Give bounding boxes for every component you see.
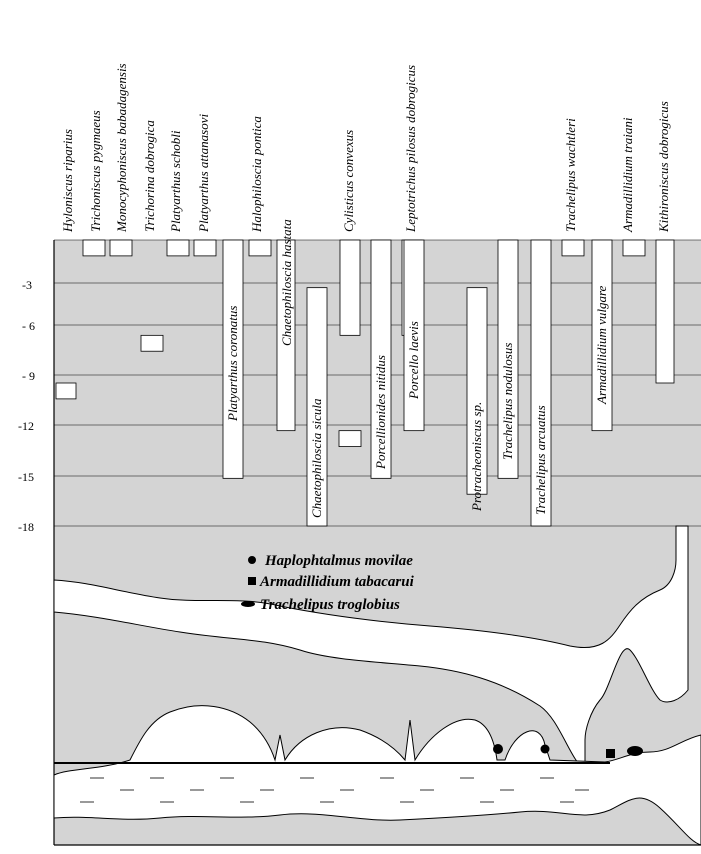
species-label-hyloniscus-riparius: Hyloniscus riparius bbox=[60, 129, 75, 233]
depth-label-12: -12 bbox=[18, 419, 34, 433]
cave-specimens bbox=[493, 744, 643, 758]
depth-label-3: -3 bbox=[22, 278, 32, 292]
depth-label-6: - 6 bbox=[22, 319, 35, 333]
range-bar-hyloniscus-riparius bbox=[55, 382, 77, 400]
range-bar-protracheoniscus-sp- bbox=[466, 287, 488, 495]
bar-label-trachelipus-nodulosus: Trachelipus nodulosus bbox=[500, 343, 515, 460]
legend: Haplophtalmus movilae Armadillidium taba… bbox=[241, 553, 415, 613]
species-label-trichorina-dobrogica: Trichorina dobrogica bbox=[142, 120, 157, 232]
range-bar-porcellionides-nitidus bbox=[370, 239, 392, 479]
range-bar-monocyphoniscus-babadagensis bbox=[109, 239, 133, 257]
legend-label-trachelipus: Trachelipus troglobius bbox=[260, 597, 400, 613]
range-bar-cylisticus-convexus bbox=[339, 239, 361, 336]
species-label-armadillidium-traiani: Armadillidium traiani bbox=[620, 117, 635, 233]
range-bar-trichorina-dobrogica bbox=[140, 334, 164, 352]
range-bar-trachelipus-nodulosus bbox=[497, 239, 519, 479]
range-bar-porcellio-laevis bbox=[403, 239, 425, 432]
species-range-bars bbox=[55, 239, 675, 527]
range-bar-trichoniscus-pygmaeus bbox=[82, 239, 106, 257]
range-bar-cylisticus-convexus bbox=[338, 430, 362, 447]
range-bar-platyarthus-coronatus bbox=[222, 239, 244, 479]
depth-label-15: -15 bbox=[18, 470, 34, 484]
depth-label-18: -18 bbox=[18, 520, 34, 534]
trachelipus-marker bbox=[627, 746, 643, 756]
species-label-leptotrichus-pilosus-dobrogicus: Leptotrichus pilosus dobrogicus bbox=[403, 65, 418, 233]
range-bar-trachelipus-arcuatus bbox=[530, 239, 552, 527]
species-label-kithironiscus-dobrogicus: Kithironiscus dobrogicus bbox=[656, 101, 671, 233]
haplophtalmus-marker-2 bbox=[540, 744, 550, 754]
range-bar-platyarthus-attanasovi bbox=[193, 239, 217, 257]
water-hatching bbox=[80, 777, 589, 803]
species-top-labels: Hyloniscus riparius Trichoniscus pygmaeus… bbox=[60, 63, 671, 233]
bar-label-porcello-laevis: Porcello laevis bbox=[406, 321, 421, 400]
range-bar-armadillidium-vulgare bbox=[591, 239, 613, 432]
haplophtalmus-marker-1 bbox=[493, 744, 503, 754]
legend-square-symbol bbox=[248, 577, 256, 585]
cave-profile bbox=[53, 525, 701, 846]
species-label-monocyphoniscus-babadagensis: Monocyphoniscus babadagensis bbox=[114, 63, 129, 233]
armadillidium-marker bbox=[606, 749, 615, 758]
legend-circle-symbol bbox=[248, 556, 256, 564]
bar-label-porcellionides-nitidus: Porcellionides nitidus bbox=[373, 355, 388, 470]
bar-label-armadillidium-vulgare: Armadillidium vulgare bbox=[594, 285, 609, 405]
legend-ellipse-symbol bbox=[241, 601, 255, 607]
species-label-trichoniscus-pygmaeus: Trichoniscus pygmaeus bbox=[88, 110, 103, 232]
bar-label-chaetophiloscia-hastata: Chaetophiloscia hastata bbox=[279, 219, 294, 346]
species-label-platyarthus-schobli: Platyarthus schobli bbox=[168, 130, 183, 233]
depth-label-9: - 9 bbox=[22, 369, 35, 383]
bar-label-protracheoniscus-sp-: Protracheoniscus sp. bbox=[469, 402, 484, 512]
species-label-halophiloscia-pontica: Halophiloscia pontica bbox=[249, 116, 264, 233]
species-bar-labels: Platyarthus coronatus Chaetophiloscia has… bbox=[225, 219, 609, 518]
range-bar-chaetophiloscia-hastata bbox=[276, 239, 296, 432]
range-bar-kithironiscus-dobrogicus bbox=[655, 239, 675, 384]
depth-labels: -3 - 6 - 9 -12 -15 -18 bbox=[18, 278, 35, 534]
legend-label-haplophtalmus: Haplophtalmus movilae bbox=[264, 553, 413, 569]
bar-label-trachelipus-arcuatus: Trachelipus arcuatus bbox=[533, 405, 548, 515]
bar-label-chaetophiloscia-sicula: Chaetophiloscia sicula bbox=[309, 398, 324, 518]
range-bar-halophiloscia-pontica bbox=[248, 239, 272, 257]
cave-upper-passage bbox=[53, 525, 689, 771]
species-label-cylisticus-convexus: Cylisticus convexus bbox=[341, 130, 356, 232]
range-bar-armadillidium-traiani bbox=[622, 239, 646, 257]
range-bar-trachelipus-wachtleri bbox=[561, 239, 585, 257]
range-bar-chaetophiloscia-sicula bbox=[306, 287, 328, 527]
legend-label-armadillidium: Armadillidium tabacarui bbox=[259, 574, 415, 590]
species-label-platyarthus-attanasovi: Platyarthus attanasovi bbox=[196, 114, 211, 233]
bar-label-platyarthus-coronatus: Platyarthus coronatus bbox=[225, 306, 240, 422]
range-bar-platyarthus-schobli bbox=[166, 239, 190, 257]
species-label-trachelipus-wachtleri: Trachelipus wachtleri bbox=[563, 118, 578, 232]
